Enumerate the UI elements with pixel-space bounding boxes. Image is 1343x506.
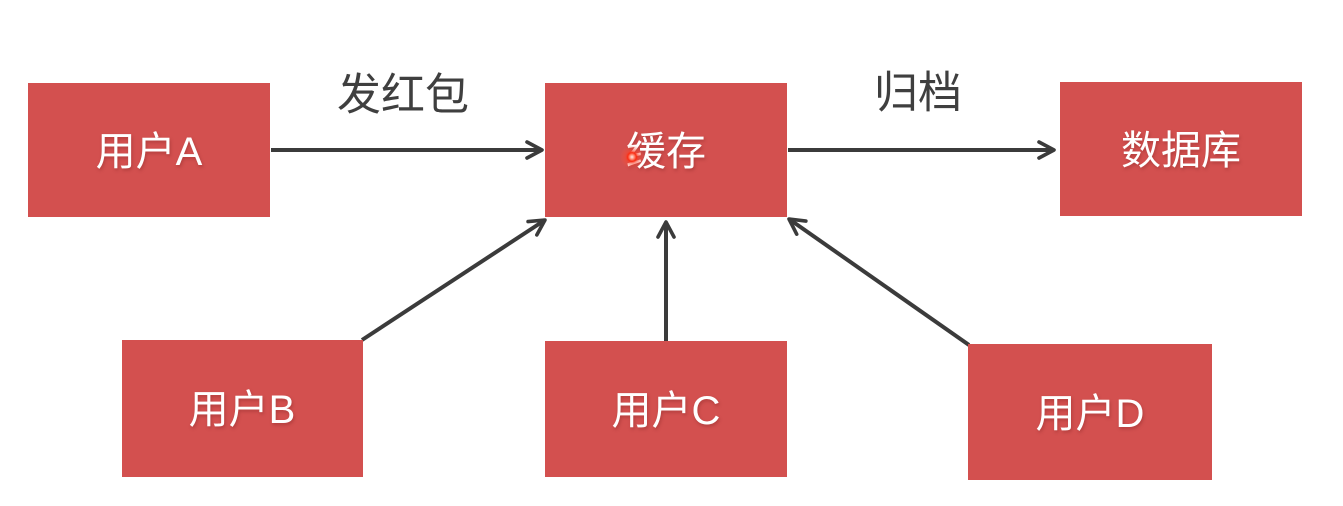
node-user-d-label: 用户D: [1036, 392, 1145, 436]
node-cache: 缓存: [545, 83, 787, 217]
laser-pointer-dot: [620, 145, 644, 169]
node-user-c-label: 用户C: [612, 389, 721, 433]
node-cache-box: [545, 83, 787, 217]
node-database: 数据库: [1060, 82, 1302, 216]
node-user-b: 用户B: [122, 340, 363, 477]
node-user-a-label: 用户A: [96, 130, 203, 174]
node-user-b-box: [122, 340, 363, 477]
node-user-a-box: [28, 83, 270, 217]
edge-userb-to-cache: [360, 218, 547, 342]
node-user-a: 用户A: [28, 83, 270, 217]
node-database-label: 数据库: [1121, 129, 1241, 173]
node-user-d-box: [968, 344, 1212, 480]
node-user-d: 用户D: [968, 344, 1212, 480]
edge-label-fahongbao: 发红包: [337, 71, 469, 120]
node-user-c-box: [545, 341, 787, 477]
edge-label-guidang: 归档: [874, 69, 962, 118]
node-user-b-label: 用户B: [189, 388, 296, 432]
node-database-box: [1060, 82, 1302, 216]
node-user-c: 用户C: [545, 341, 787, 477]
edge-userd-to-cache: [787, 217, 971, 347]
